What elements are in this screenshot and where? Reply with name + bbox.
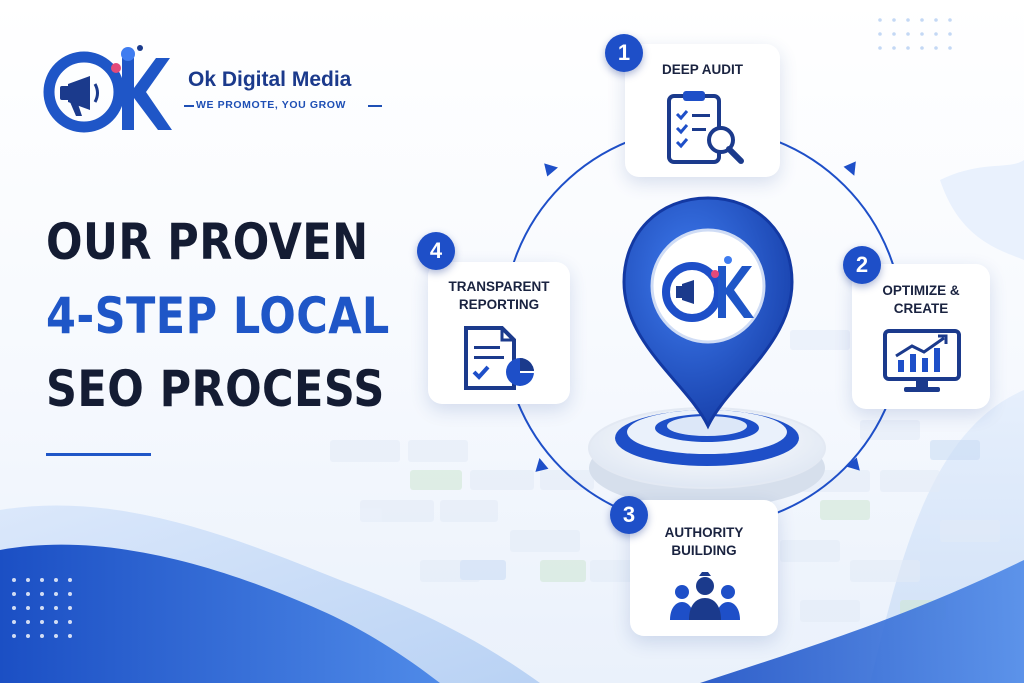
step-2-badge: 2 (843, 246, 881, 284)
step-3-title-line-2: BUILDING (671, 543, 737, 558)
step-3-badge: 3 (610, 496, 648, 534)
step-4-title-line-1: TRANSPARENT (448, 279, 550, 294)
step-4-title-line-2: REPORTING (458, 297, 540, 312)
step-4-badge: 4 (417, 232, 455, 270)
ok-logo-icon (43, 45, 172, 133)
headline-line-2: 4-STEP LOCAL (46, 287, 390, 345)
brand-tagline: WE PROMOTE, YOU GROW (196, 99, 347, 111)
pin-platform (588, 407, 826, 508)
headline-underline (46, 453, 151, 456)
headline-line-3: SEO PROCESS (46, 360, 385, 418)
brand-logo (40, 44, 400, 134)
step-card-authority-building: AUTHORITY BUILDING (630, 500, 778, 636)
step-2-title-line-1: OPTIMIZE & (882, 283, 960, 298)
dot-pattern (12, 578, 72, 638)
brand-name: Ok Digital Media (188, 68, 352, 91)
step-card-transparent-reporting: TRANSPARENT REPORTING (428, 262, 570, 404)
clipboard-magnifier-icon (667, 91, 744, 164)
monitor-chart-icon (883, 329, 961, 392)
headline-line-1: OUR PROVEN (46, 213, 369, 271)
step-1-title: DEEP AUDIT (661, 62, 743, 77)
team-users-icon (670, 572, 740, 620)
report-document-icon (464, 326, 534, 390)
step-2-title-line-2: CREATE (893, 301, 949, 316)
step-3-title-line-1: AUTHORITY (664, 525, 744, 540)
tagline-rule-left (184, 105, 194, 107)
tagline-rule-right (368, 105, 382, 107)
step-card-deep-audit: DEEP AUDIT (625, 44, 780, 177)
step-card-optimize-create: OPTIMIZE & CREATE (852, 264, 990, 409)
step-1-badge: 1 (605, 34, 643, 72)
map-pin-icon (622, 196, 794, 430)
